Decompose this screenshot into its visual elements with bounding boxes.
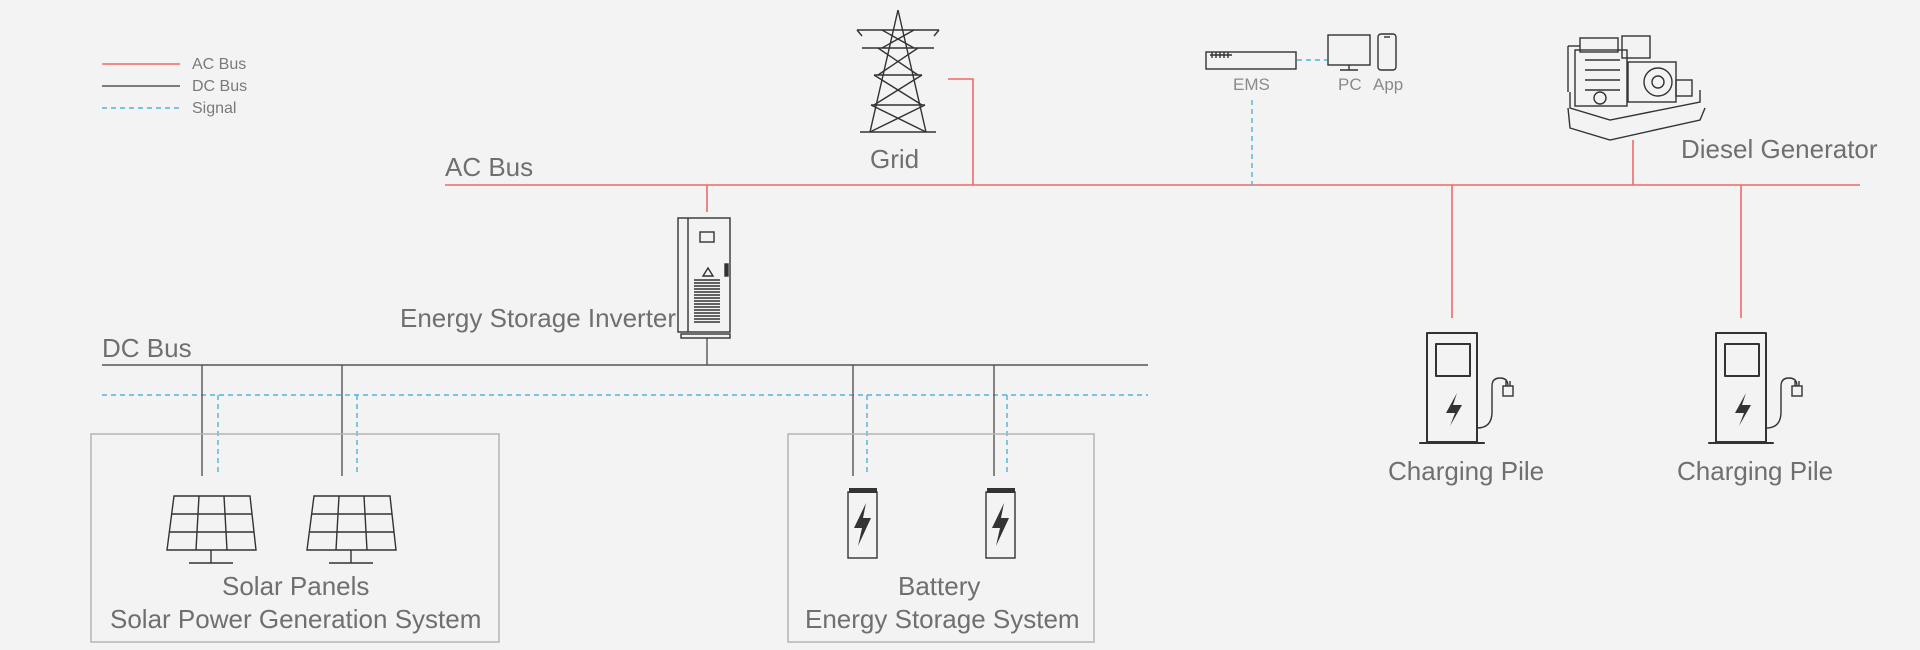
battery-icon <box>985 488 1016 559</box>
pc-label: PC <box>1338 75 1362 94</box>
app-label: App <box>1373 75 1403 94</box>
diesel-generator-label: Diesel Generator <box>1681 134 1878 164</box>
solar-system-label: Solar Power Generation System <box>110 604 481 634</box>
charging-pile-1: Charging Pile <box>1388 332 1544 486</box>
charging-pile-2: Charging Pile <box>1677 332 1833 486</box>
legend-dc-label: DC Bus <box>192 78 247 95</box>
charging-pile-1-label: Charging Pile <box>1388 456 1544 486</box>
pc-monitor-icon <box>1327 34 1371 71</box>
battery-icon <box>847 488 878 559</box>
transmission-tower-icon <box>856 9 940 133</box>
dc-bus: DC Bus <box>102 333 1148 476</box>
dc-bus-label: DC Bus <box>102 333 192 363</box>
battery-label: Battery <box>898 571 980 601</box>
ems-device-icon <box>1205 51 1297 70</box>
solar-panels-label: Solar Panels <box>222 571 369 601</box>
legend: AC Bus DC Bus Signal <box>102 56 247 117</box>
inverter-vents <box>694 279 720 323</box>
solar-panel-icon <box>166 495 257 564</box>
grid-label: Grid <box>870 144 919 174</box>
charging-pile-icon <box>1708 332 1803 444</box>
storage-system-label: Energy Storage System <box>805 604 1080 634</box>
solar-panel-icon <box>306 495 397 564</box>
phone-icon <box>1377 33 1397 71</box>
ac-bus: AC Bus <box>445 78 1860 318</box>
inverter-label: Energy Storage Inverter <box>400 303 676 333</box>
ems-label: EMS <box>1233 75 1270 94</box>
diesel-generator-icon <box>1567 35 1706 141</box>
legend-ac-label: AC Bus <box>192 56 246 73</box>
ac-bus-label: AC Bus <box>445 152 533 182</box>
grid-ac-link <box>948 78 974 185</box>
signal-lines <box>102 59 1327 472</box>
charging-pile-icon <box>1419 332 1514 444</box>
inverter-cabinet-icon <box>677 217 731 339</box>
charging-pile-2-label: Charging Pile <box>1677 456 1833 486</box>
solar-system: Solar Panels Solar Power Generation Syst… <box>90 433 500 643</box>
solar-system-box <box>90 433 500 643</box>
energy-storage-system: Battery Energy Storage System <box>787 433 1095 643</box>
storage-system-box <box>787 433 1095 643</box>
legend-signal-label: Signal <box>192 100 236 117</box>
